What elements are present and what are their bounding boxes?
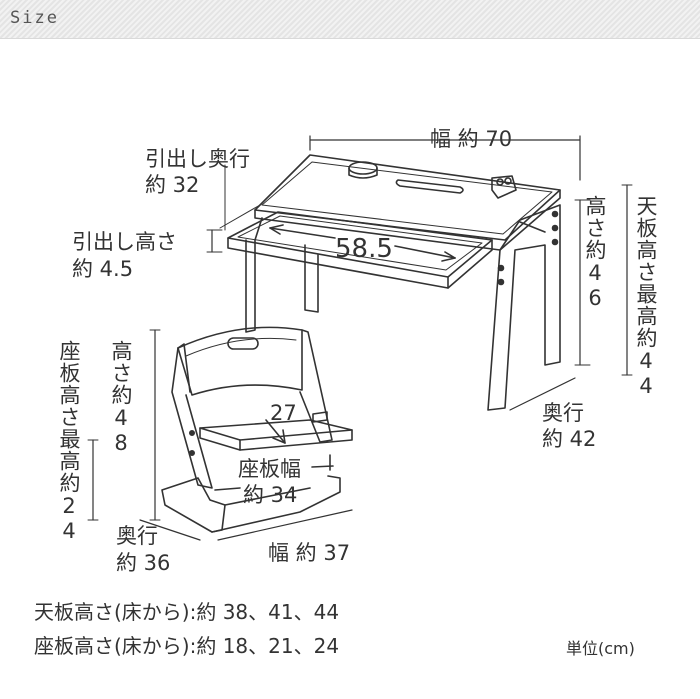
chair-width-label: 幅 約 37 [268, 541, 351, 565]
desk-depth-label-line1: 奥行 [542, 401, 584, 425]
top-height-note: 天板高さ(床から):約 38、41、44 [34, 600, 340, 624]
chair-depth-label-line1: 奥行 [116, 524, 158, 548]
desk-drawing [206, 135, 633, 411]
desk-depth-label-line2: 約 42 [542, 427, 597, 451]
unit-note: 単位(cm) [566, 639, 635, 658]
header-title: Size [10, 8, 59, 28]
chair-height-label: 高さ約48 [109, 340, 133, 456]
desk-width-label: 幅 約 70 [430, 127, 513, 151]
drawer-height-label-line1: 引出し高さ [72, 230, 177, 254]
chair-drawing [87, 326, 353, 541]
drawer-depth-label-line1: 引出し奥行 [145, 147, 250, 171]
drawer-inner-width-label: 58.5 [335, 234, 393, 264]
chair-depth-label-line2: 約 36 [116, 551, 171, 575]
chair-seat-height-label: 座板高さ最高約24 [57, 340, 81, 544]
chair-seat-width-label-line1: 座板幅 [238, 457, 301, 481]
desk-top-height-label: 天板高さ最高約44 [634, 195, 658, 399]
desk-height-label: 高さ約46 [583, 195, 607, 311]
drawer-height-label-line2: 約 4.5 [72, 257, 134, 281]
chair-seat-depth-label: 27 [270, 401, 297, 425]
seat-height-note: 座板高さ(床から):約 18、21、24 [34, 634, 340, 658]
drawer-depth-label-line2: 約 32 [145, 173, 200, 197]
chair-seat-width-label-line2: 約 34 [243, 483, 298, 507]
header-banner: Size [0, 0, 700, 39]
